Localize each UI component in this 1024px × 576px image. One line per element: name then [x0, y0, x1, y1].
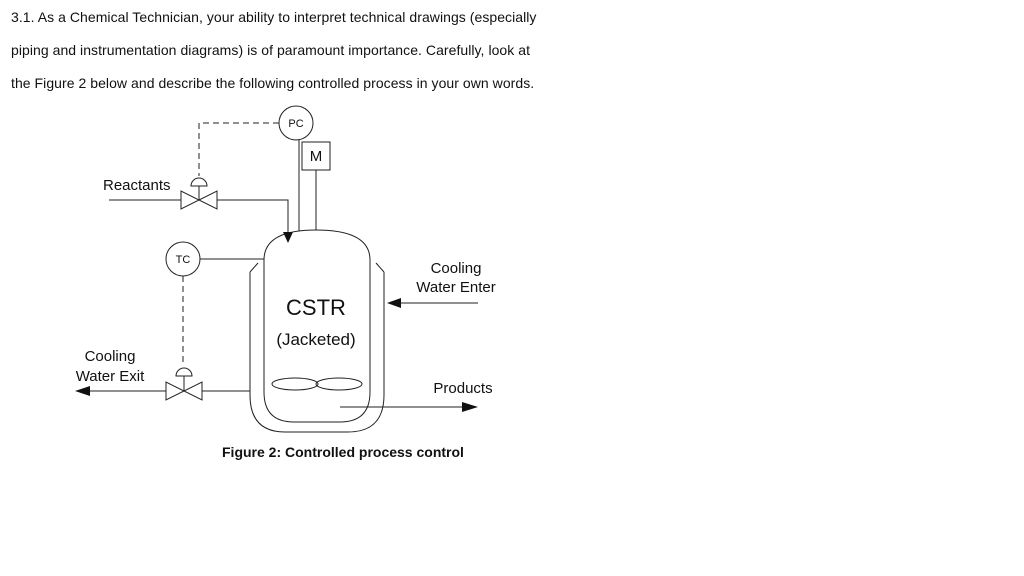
pc-controller-bubble	[278, 105, 314, 141]
jacket-top-left	[249, 262, 259, 273]
products-label: Products	[433, 380, 492, 397]
reactant-inlet-arrow	[283, 232, 293, 243]
reactants-label: Reactants	[103, 177, 171, 194]
question-line-3: the Figure 2 below and describe the foll…	[11, 75, 535, 91]
cooling-exit-label-line2: Water Exit	[76, 368, 145, 385]
reactor-jacket	[249, 272, 385, 433]
cooling-exit-label-line1: Cooling	[85, 348, 136, 365]
motor-box	[301, 141, 331, 171]
figure-caption: Figure 2: Controlled process control	[222, 444, 464, 460]
tc-label: TC	[176, 254, 191, 266]
cooling-enter-label-line1: Cooling	[431, 260, 482, 277]
reactant-feed-pipe	[109, 199, 289, 232]
cooling-exit-arrow	[75, 386, 90, 396]
product-outlet-arrow	[462, 402, 478, 412]
reactor-type-label: (Jacketed)	[276, 330, 355, 349]
reactor-name-label: CSTR	[286, 295, 346, 320]
cooling-water-control-valve	[165, 367, 203, 401]
cooling-enter-label-line2: Water Enter	[416, 279, 495, 296]
impeller-blade-left	[271, 377, 319, 391]
motor-label: M	[310, 148, 323, 165]
pc-label: PC	[288, 118, 303, 130]
jacket-top-right	[375, 262, 385, 273]
impeller-blade-right	[315, 377, 363, 391]
reactant-control-valve	[180, 177, 218, 210]
question-line-2: piping and instrumentation diagrams) is …	[11, 42, 531, 58]
reactor-vessel	[263, 229, 371, 423]
cooling-inlet-arrow	[387, 298, 401, 308]
pc-signal-line	[198, 122, 279, 176]
question-line-1: 3.1. As a Chemical Technician, your abil…	[11, 9, 537, 25]
